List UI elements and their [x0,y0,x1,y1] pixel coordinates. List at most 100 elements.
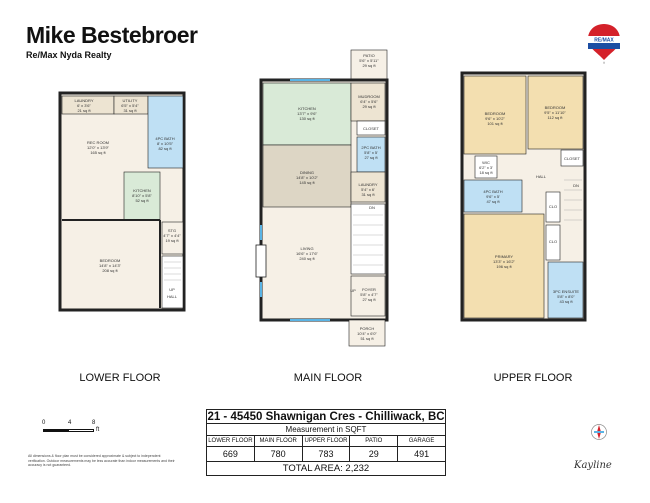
total-area: TOTAL AREA: 2,232 [207,461,445,475]
upper-ensuite-dims: 5'8" x 8'0" [557,294,575,299]
scale-unit: ft [96,427,100,433]
upper-bedroom2-name: BEDROOM [545,105,566,110]
lower-kitchen-dims: 8'10" x 5'8" [132,193,152,198]
disclaimer-text: All dimensions & floor plan must be cons… [28,454,175,467]
col-lower-floor: LOWER FLOOR [208,438,253,444]
lower-bedroom-area: 208 sq ft [102,268,118,273]
main-floor-labels: PATIO 5'6" x 5'11" 29 sq ft KITCHEN 13'7… [296,53,381,341]
main-dining-name: DINING [300,170,314,175]
area-summary-table: 21 - 45450 Shawnigan Cres - Chilliwack, … [206,409,446,476]
logo-text: RE/MAX [594,38,614,44]
remax-logo: RE/MAX ® [588,24,620,65]
main-closet-label: CLOSET [363,126,380,131]
lower-floor-label: LOWER FLOOR [79,372,161,384]
main-patio-area: 29 sq ft [362,63,376,68]
upper-floor-plan [460,71,587,322]
lower-rec-area: 165 sq ft [90,150,106,155]
main-up-label: UP [350,288,356,293]
upper-bedroom2-area: 112 sq ft [547,115,563,120]
main-kitchen-area: 130 sq ft [299,116,315,121]
upper-primary-area: 196 sq ft [496,264,512,269]
main-porch-name: PORCH [360,326,375,331]
main-dining-area: 145 sq ft [299,180,315,185]
main-dn-label: DN [369,205,375,210]
lower-laundry-area: 21 sq ft [77,108,91,113]
main-bath-area: 27 sq ft [364,155,378,160]
lower-up-label: UP [169,287,175,292]
main-living-name: LIVING [300,246,313,251]
lower-bath-dims: 8' x 10'5" [157,141,174,146]
lower-stg-dims: 4'7" x 4'4" [163,233,181,238]
compass-icon [591,424,607,440]
main-foyer-area: 27 sq ft [362,297,376,302]
lower-kitchen-area: 52 sq ft [135,198,149,203]
main-kitchen-dims: 13'7" x 9'6" [297,111,317,116]
lower-stg-name: STG [168,228,176,233]
main-bath-dims: 5'8" x 5' [364,150,378,155]
lower-kitchen-name: KITCHEN [133,188,151,193]
scale-bar: 0 4 8 ft [30,420,110,442]
upper-clo1-label: CLO [549,204,557,209]
lower-utility-dims: 6'5" x 5'4" [121,103,139,108]
lower-utility-name: UTILITY [123,98,138,103]
lower-rec-dims: 12'0" x 13'9" [87,145,110,150]
main-living-dims: 16'6" x 17'6" [296,251,319,256]
main-porch-dims: 10'4" x 6'0" [357,331,377,336]
lower-bedroom-dims: 14'8" x 14'3" [99,263,122,268]
lower-hall-label: HALL [167,294,178,299]
upper-primary-name: PRIMARY [495,254,513,259]
lower-laundry-dims: 6' x 3'6" [77,103,91,108]
main-living-area: 240 sq ft [299,256,315,261]
table-header-row: LOWER FLOOR MAIN FLOOR UPPER FLOOR PATIO… [207,435,445,446]
upper-bath-dims: 9'6" x 5' [486,194,500,199]
main-patio-dims: 5'6" x 5'11" [359,58,379,63]
upper-primary-dims: 13'3" x 16'2" [493,259,516,264]
upper-bedroom1-area: 101 sq ft [487,121,503,126]
upper-wic-name: WIC [482,160,490,165]
main-floor-plan [255,49,389,347]
main-foyer-dims: 5'8" x 4'7" [360,292,378,297]
property-address: 21 - 45450 Shawnigan Cres - Chilliwack, … [207,411,445,423]
lower-bedroom-name: BEDROOM [100,258,121,263]
scale-tick-4: 4 [68,420,72,426]
upper-bath-name: 4PC BATH [483,189,502,194]
upper-wic-area: 18 sq ft [479,170,493,175]
main-laundry-name: LAUNDRY [358,182,377,187]
upper-clo2-label: CLO [549,239,557,244]
table-value-row: 669 780 783 29 491 [207,446,445,461]
upper-hall-label: HALL [536,174,547,179]
upper-wic-dims: 6'2" x 3' [479,165,493,170]
main-kitchen-name: KITCHEN [298,106,316,111]
main-porch-area: 51 sq ft [360,336,374,341]
lower-laundry-name: LAUNDRY [74,98,93,103]
upper-dn-label: DN [573,183,579,188]
upper-bedroom1-dims: 9'6" x 10'2" [485,116,505,121]
brokerage-name: Re/Max Nyda Realty [26,50,112,60]
main-foyer-name: FOYER [362,287,376,292]
main-mudroom-name: MUDROOM [358,94,380,99]
col-patio: PATIO [349,436,397,446]
col-main-floor: MAIN FLOOR [253,436,302,446]
upper-closet-label: CLOSET [564,156,581,161]
main-laundry-area: 31 sq ft [361,192,375,197]
main-mudroom-area: 29 sq ft [362,104,376,109]
lower-rec-name: REC ROOM [87,140,109,145]
upper-ensuite-area: 43 sq ft [559,299,573,304]
col-upper-floor: UPPER FLOOR [301,436,350,446]
main-mudroom-dims: 6'4" x 5'6" [360,99,378,104]
svg-text:®: ® [603,62,605,65]
lower-stg-area: 19 sq ft [165,238,179,243]
scale-tick-8: 8 [92,420,96,426]
val-main-floor: 780 [253,447,302,461]
lower-bath-area: 82 sq ft [158,146,172,151]
val-garage: 491 [397,447,445,461]
floor-plans: LAUNDRY 6' x 3'6" 21 sq ft UTILITY 6'5" … [58,49,587,347]
val-patio: 29 [349,447,397,461]
main-laundry-dims: 5'4" x 6' [361,187,375,192]
scale-tick-0: 0 [42,420,46,426]
agent-name: Mike Bestebroer [26,22,198,48]
lower-floor-plan [58,91,186,312]
upper-bedroom1-name: BEDROOM [485,111,506,116]
main-floor-label: MAIN FLOOR [293,372,363,384]
col-garage: GARAGE [397,436,445,446]
